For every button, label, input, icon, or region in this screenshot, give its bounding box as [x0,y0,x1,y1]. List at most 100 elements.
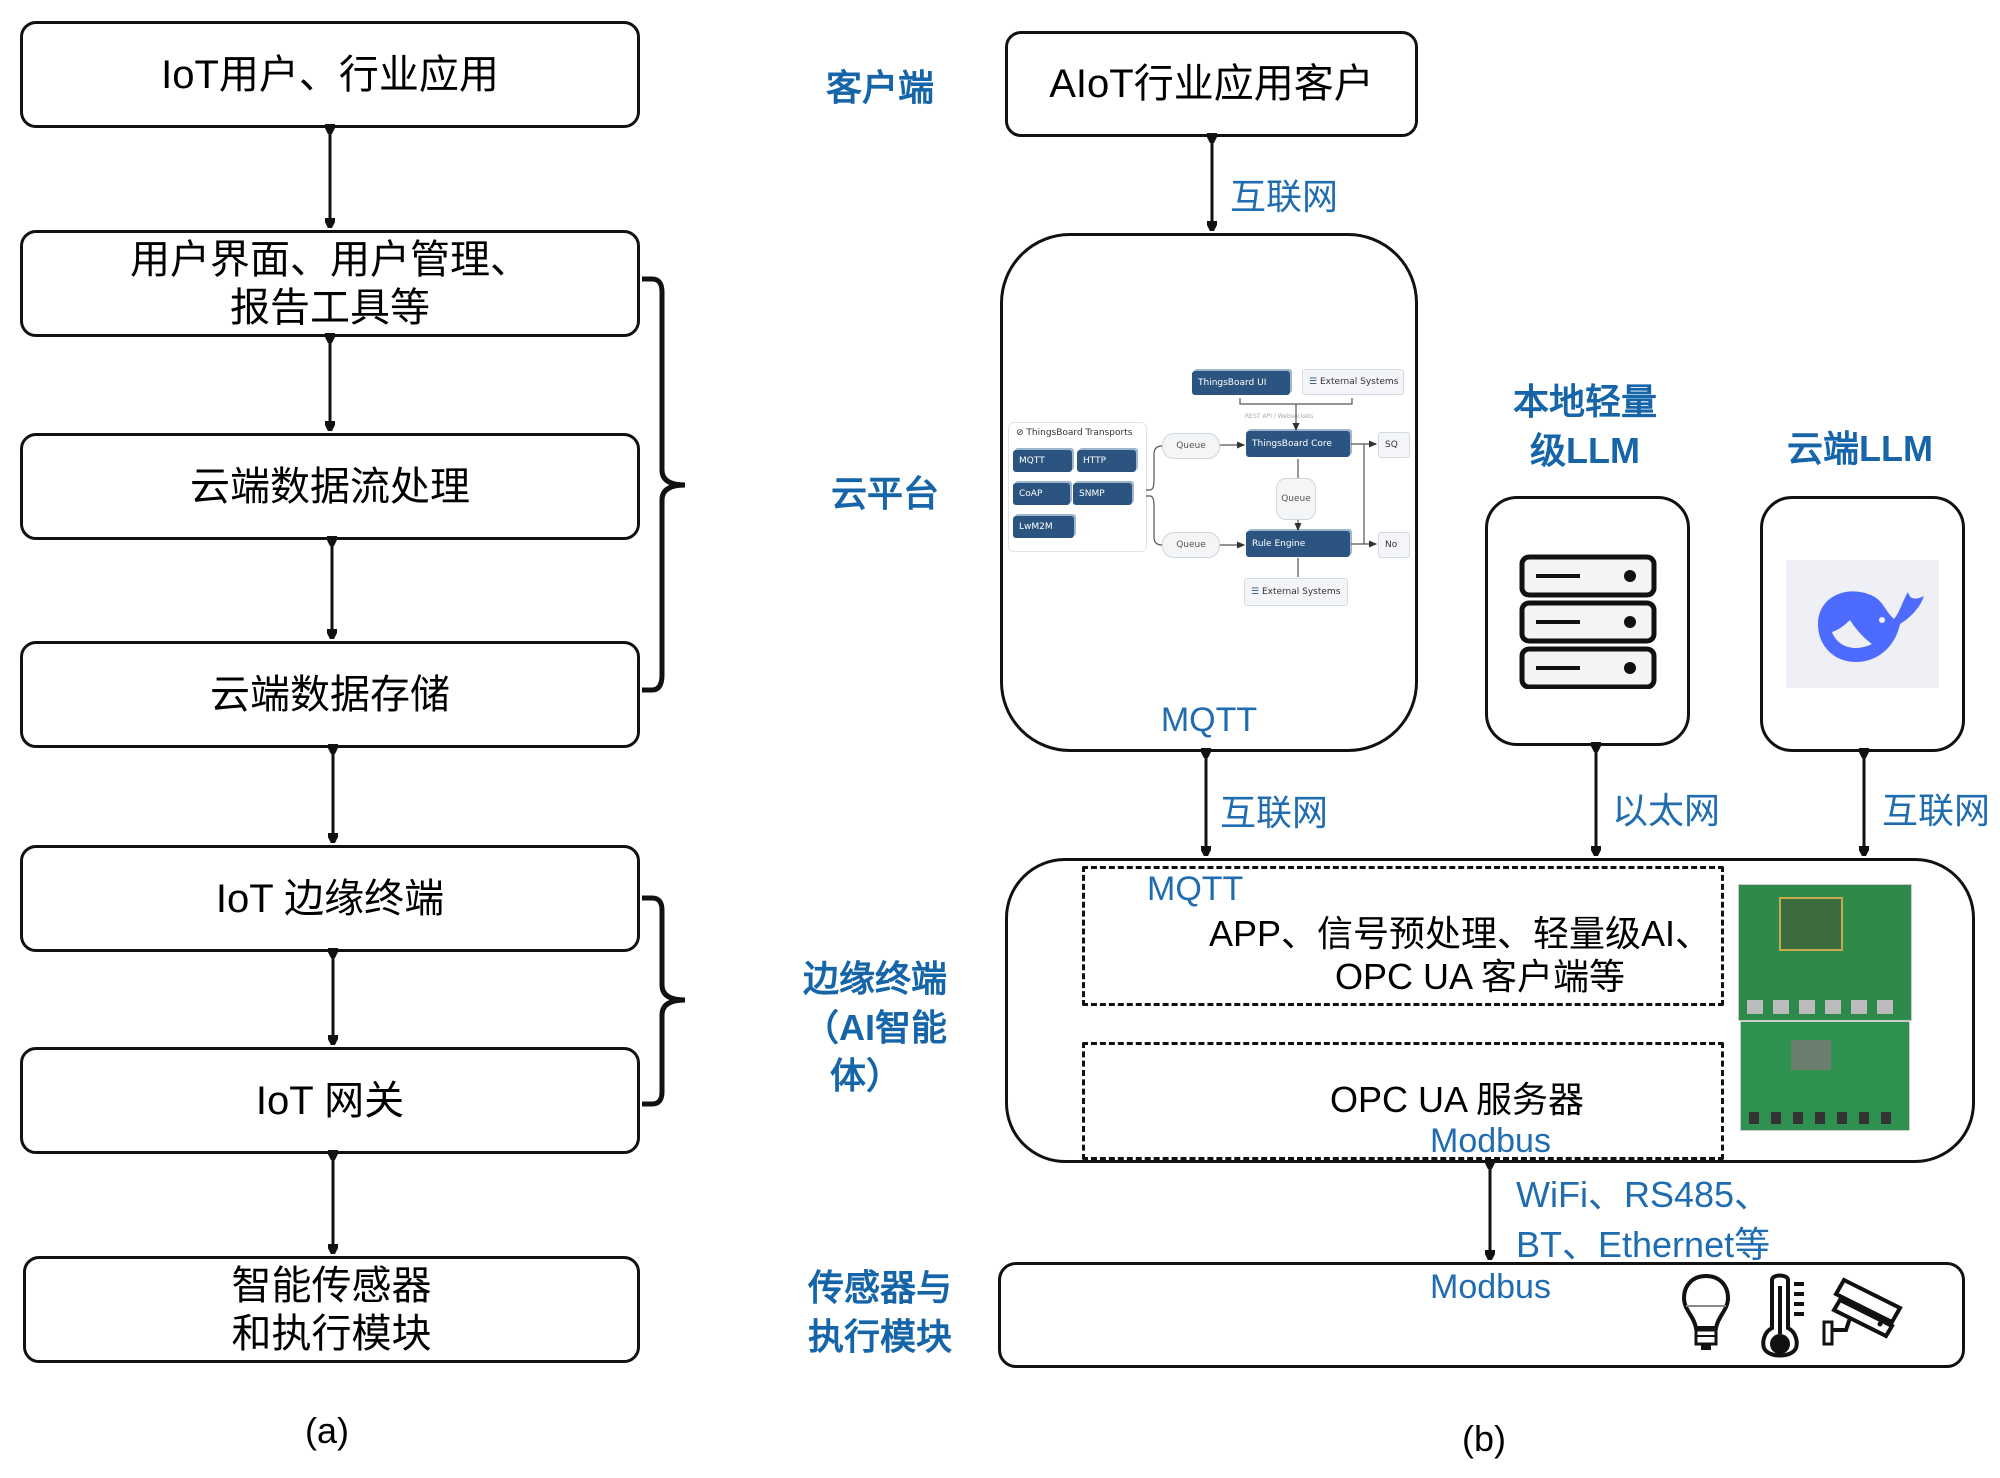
layer-cloud-storage-label: 云端数据存储 [210,672,450,717]
layer-iot-gateway: IoT 网关 [20,1047,640,1154]
link-label-client-cloud: 互联网 [1230,176,1339,217]
layer-industry-app-label: IoT用户、行业应用 [161,52,499,97]
cloud-llm-title: 云端LLM [1787,428,1933,469]
edge-upper-line1: APP、信号预处理、轻量级AI、 [1208,913,1712,954]
tb-transport-coap: CoAP [1013,483,1070,505]
tb-database-icon: ☰ [1309,377,1320,387]
link-label-cloud-llm: 互联网 [1882,790,1991,831]
tb-core: ThingsBoard Core [1246,431,1350,457]
tb-rule-engine-label: Rule Engine [1252,539,1306,549]
tb-external-top: ☰ External Systems [1302,369,1404,395]
edge-lower-section [1082,1042,1724,1160]
layer-smart-sensor-line2: 和执行模块 [231,1311,432,1356]
tier-label-sensor: 传感器与 执行模块 [800,1264,960,1361]
layer-user-interface-line1: 用户界面、用户管理、 [130,237,530,282]
tb-queue-bottom: Queue [1162,532,1220,558]
link-label-edge-sensor-line1: WiFi、RS485、 [1516,1174,1771,1215]
tier-label-cloud: 云平台 [830,473,939,514]
tb-database-icon-2: ☰ [1251,587,1262,597]
gateway-board-photo [1740,1021,1910,1131]
tb-nosql-db-label: No [1385,540,1398,550]
link-label-local-llm: 以太网 [1612,790,1721,831]
edge-upper-section [1082,866,1724,1006]
tb-line-ui-brace [1239,398,1353,405]
tb-transport-mqtt-label: MQTT [1019,456,1045,466]
edge-upper-protocol: MQTT [1147,870,1244,908]
tb-nosql-db: No [1378,532,1410,558]
tb-external-bottom: ☰ External Systems [1244,578,1348,606]
tb-line-transports-queue-bottom [1146,495,1163,546]
tb-queue-top: Queue [1162,433,1220,459]
client-box-label: AIoT行业应用客户 [1049,62,1374,106]
tier-label-edge-line1: 边缘终端 [802,958,947,999]
tb-transport-coap-label: CoAP [1019,489,1043,499]
gateway-board-module [1791,1040,1831,1070]
tb-transport-http-label: HTTP [1083,456,1107,466]
cloud-protocol-label: MQTT [1160,701,1258,740]
tb-external-bottom-label: External Systems [1261,587,1341,597]
tier-label-edge-line3: 体） [830,1055,903,1097]
layer-smart-sensor-line1: 智能传感器 [231,1263,432,1308]
thermometer-icon [1761,1273,1804,1358]
layer-iot-gateway-label: IoT 网关 [255,1078,405,1123]
gateway-board-ports [1749,1112,1901,1124]
deepseek-logo [1786,560,1939,688]
whale-icon [1817,591,1924,662]
tb-transports-title: ⊘ ThingsBoard Transports [1016,428,1132,438]
edge-lower-label: OPC UA 服务器 [1330,1079,1585,1120]
layer-iot-edge-label: IoT 边缘终端 [215,876,445,921]
tb-rule-engine: Rule Engine [1246,531,1350,557]
tier-label-edge: 边缘终端 （AI智能 体） [795,955,955,1101]
tb-ui-label: ThingsBoard UI [1198,378,1267,388]
layer-user-interface-line2: 报告工具等 [230,285,430,330]
link-label-edge-sensor-line2: BT、Ethernet等 [1516,1224,1771,1265]
tb-transport-mqtt: MQTT [1013,450,1072,472]
tier-label-sensor-line2: 执行模块 [807,1315,952,1357]
brace-edge-layers [642,895,686,1107]
tb-core-label: ThingsBoard Core [1252,439,1332,449]
layer-smart-sensor: 智能传感器 和执行模块 [23,1256,640,1363]
tb-transport-snmp-label: SNMP [1079,489,1105,499]
tb-transport-lwm2m-label: LwM2M [1019,522,1053,532]
local-llm-title: 本地轻量 级LLM [1490,378,1680,475]
tb-transport-snmp: SNMP [1073,483,1132,505]
tb-queue-bottom-label: Queue [1176,540,1206,550]
tier-label-client: 客户端 [825,67,934,108]
client-box: AIoT行业应用客户 [1005,31,1418,137]
tb-queue-middle-label: Queue [1281,494,1311,504]
server-icon [1519,554,1656,689]
local-llm-title-line2: 级LLM [1530,429,1640,471]
tb-queue-top-label: Queue [1176,441,1206,451]
tb-connectors [1146,398,1378,577]
layer-iot-edge: IoT 边缘终端 [20,845,640,952]
tb-sql-db-label: SQ [1385,440,1398,450]
edge-lower-protocol: Modbus [1430,1122,1551,1160]
tb-external-top-label: External Systems [1319,377,1399,387]
local-llm-box [1485,496,1690,746]
edge-board-photo [1738,884,1912,1021]
cloud-llm-box [1760,496,1965,752]
layer-cloud-stream-label: 云端数据流处理 [190,464,470,509]
panel-b-caption: (b) [1462,1418,1506,1459]
edge-board-ports [1747,1000,1903,1014]
edge-upper-text: APP、信号预处理、轻量级AI、 OPC UA 客户端等 [1200,912,1720,998]
tb-ui: ThingsBoard UI [1192,371,1290,395]
tier-label-sensor-line1: 传感器与 [807,1267,952,1308]
tb-queue-middle: Queue [1276,478,1316,520]
tb-sql-db: SQ [1378,432,1410,458]
panel-a-caption: (a) [305,1410,349,1451]
tb-transport-lwm2m: LwM2M [1013,516,1074,538]
light-bulb-icon [1681,1273,1731,1350]
sensor-protocol: Modbus [1430,1268,1551,1306]
tier-label-edge-line2: （AI智能 [802,1006,947,1048]
local-llm-title-line1: 本地轻量 [1512,381,1657,422]
tb-transport-http: HTTP [1077,450,1136,472]
tb-line-transports-queue-top [1146,445,1163,491]
link-label-cloud-edge: 互联网 [1220,792,1329,833]
edge-board-chip [1779,897,1843,951]
edge-upper-line2: OPC UA 客户端等 [1334,956,1626,998]
brace-cloud-layers [642,276,686,693]
tb-api-label: REST API / Websockets [1245,413,1314,420]
tb-transports-title-text: ThingsBoard Transports [1026,428,1133,438]
